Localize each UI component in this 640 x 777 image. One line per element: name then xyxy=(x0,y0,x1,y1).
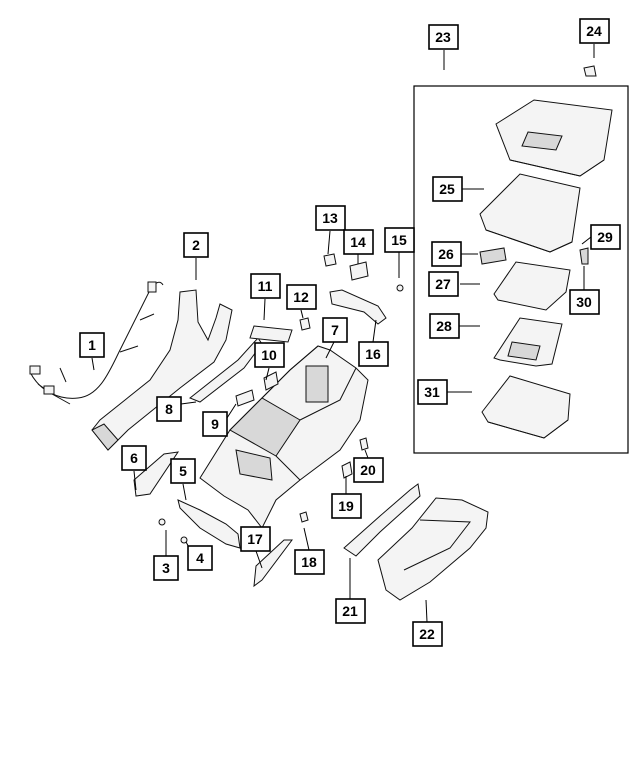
console-body-part xyxy=(199,345,369,529)
svg-text:26: 26 xyxy=(438,246,454,262)
svg-text:23: 23 xyxy=(435,29,451,45)
svg-text:14: 14 xyxy=(350,234,366,250)
svg-text:5: 5 xyxy=(179,463,187,479)
floor-panel-part xyxy=(377,497,489,601)
svg-text:10: 10 xyxy=(261,347,277,363)
callout-2: 2 xyxy=(183,232,209,258)
callout-24: 24 xyxy=(579,18,610,44)
callout-7: 7 xyxy=(322,317,348,343)
svg-text:6: 6 xyxy=(130,450,138,466)
callout-20: 20 xyxy=(353,457,384,483)
svg-text:2: 2 xyxy=(192,237,200,253)
svg-text:9: 9 xyxy=(211,416,219,432)
svg-text:12: 12 xyxy=(293,289,309,305)
callout-4: 4 xyxy=(187,545,213,571)
latch-part xyxy=(479,247,507,265)
svg-text:24: 24 xyxy=(586,23,602,39)
callout-15: 15 xyxy=(384,227,415,253)
kit-group-frame xyxy=(413,85,629,454)
lower-trim-parts xyxy=(133,451,241,549)
callout-30: 30 xyxy=(569,289,600,315)
svg-text:3: 3 xyxy=(162,560,170,576)
svg-text:25: 25 xyxy=(439,181,455,197)
callout-14: 14 xyxy=(343,229,374,255)
lid-inner-panel-part xyxy=(479,173,581,253)
console-base-part xyxy=(481,375,571,439)
callout-26: 26 xyxy=(431,241,462,267)
callout-6: 6 xyxy=(121,445,147,471)
leader-lines xyxy=(91,44,595,623)
callout-13: 13 xyxy=(315,205,346,231)
svg-text:11: 11 xyxy=(258,278,273,294)
svg-text:19: 19 xyxy=(338,498,354,514)
svg-text:7: 7 xyxy=(331,322,339,338)
side-panel-part xyxy=(343,483,421,557)
svg-text:20: 20 xyxy=(360,462,376,478)
small-trim-parts xyxy=(253,437,369,588)
callout-12: 12 xyxy=(286,284,317,310)
callout-8: 8 xyxy=(156,396,182,422)
callout-3: 3 xyxy=(153,555,179,581)
air-duct-part xyxy=(91,289,233,451)
screw-part xyxy=(579,247,589,265)
svg-text:22: 22 xyxy=(419,626,435,642)
callout-11: 11 xyxy=(250,273,281,299)
svg-text:27: 27 xyxy=(435,276,451,292)
small-parts-upper xyxy=(235,317,311,407)
svg-text:8: 8 xyxy=(165,401,173,417)
callout-25: 25 xyxy=(432,176,463,202)
svg-text:1: 1 xyxy=(88,337,96,353)
svg-text:17: 17 xyxy=(247,531,263,547)
callout-16: 16 xyxy=(358,341,389,367)
callout-19: 19 xyxy=(331,493,362,519)
bracket-parts xyxy=(323,253,404,325)
svg-text:28: 28 xyxy=(436,318,452,334)
callout-23: 23 xyxy=(428,24,459,50)
callout-27: 27 xyxy=(428,271,459,297)
storage-tray-part xyxy=(493,261,571,311)
svg-text:4: 4 xyxy=(196,550,204,566)
svg-text:16: 16 xyxy=(365,346,381,362)
clip-part xyxy=(583,65,597,77)
callout-17: 17 xyxy=(240,526,271,552)
callout-5: 5 xyxy=(170,458,196,484)
svg-text:30: 30 xyxy=(576,294,592,310)
callout-31: 31 xyxy=(417,379,448,405)
callout-21: 21 xyxy=(335,598,366,624)
callout-1: 1 xyxy=(79,332,105,358)
callout-18: 18 xyxy=(294,549,325,575)
svg-text:31: 31 xyxy=(424,384,440,400)
callout-9: 9 xyxy=(202,411,228,437)
callout-10: 10 xyxy=(254,342,285,368)
wiring-harness-part xyxy=(29,281,164,405)
svg-text:15: 15 xyxy=(391,232,407,248)
callout-28: 28 xyxy=(429,313,460,339)
svg-text:18: 18 xyxy=(301,554,317,570)
callout-29: 29 xyxy=(590,224,621,250)
svg-text:29: 29 xyxy=(597,229,613,245)
svg-text:21: 21 xyxy=(342,603,358,619)
armrest-lid-part xyxy=(495,99,613,177)
storage-bin-part xyxy=(493,317,563,367)
svg-text:13: 13 xyxy=(322,210,338,226)
callout-22: 22 xyxy=(412,621,443,647)
